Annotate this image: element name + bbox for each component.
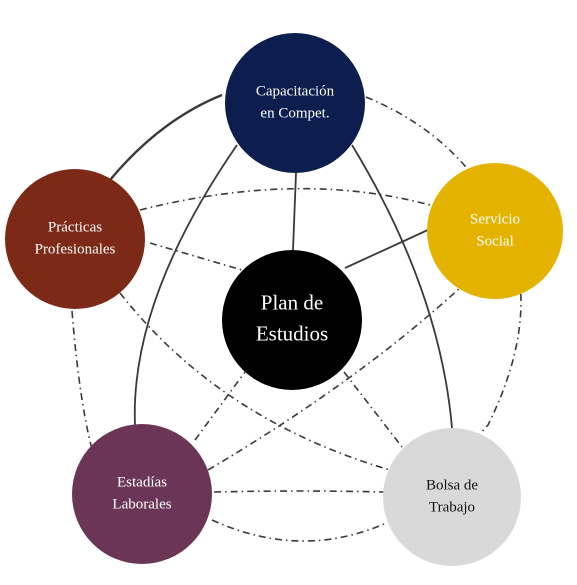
link-practicas-servicio bbox=[139, 187, 431, 211]
link-center-bolsa bbox=[343, 371, 403, 448]
node-practicas-label-line: Profesionales bbox=[35, 241, 116, 257]
node-center-label-line: Plan de bbox=[261, 290, 323, 314]
link-practicas-bolsa bbox=[119, 292, 391, 471]
node-practicas-label-line: Prácticas bbox=[48, 219, 102, 235]
link-practicas-capacitacion bbox=[109, 93, 223, 181]
node-capacitacion-label-line: Capacitación bbox=[256, 83, 335, 99]
link-estadias-servicio bbox=[207, 285, 463, 471]
connectors-layer bbox=[71, 93, 522, 542]
link-capacitacion-bolsa bbox=[351, 144, 453, 429]
node-capacitacion-circle bbox=[225, 33, 365, 173]
link-capacitacion-center bbox=[292, 172, 297, 251]
node-servicio-circle bbox=[427, 163, 563, 299]
node-center: Plan de Estudios bbox=[222, 250, 362, 390]
node-practicas-circle bbox=[5, 169, 145, 309]
node-estadias-label-line: Estadías bbox=[117, 474, 167, 490]
link-estadias-bolsa bbox=[213, 490, 385, 493]
outer-ring-left bbox=[71, 310, 96, 461]
node-bolsa-label-line: Trabajo bbox=[429, 499, 475, 515]
link-practicas-center bbox=[149, 242, 243, 271]
nodes-layer: Capacitación en Compet. ServicioSocialBols… bbox=[5, 33, 563, 566]
node-estadias-circle bbox=[72, 424, 212, 564]
node-bolsa: Bolsa de Trabajo bbox=[383, 428, 521, 566]
link-estadias-center bbox=[194, 371, 246, 441]
node-estadias-label-line: Laborales bbox=[112, 496, 171, 512]
node-servicio-label-line: Servicio bbox=[470, 211, 520, 227]
node-bolsa-circle bbox=[383, 428, 521, 566]
outer-ring-right bbox=[365, 96, 522, 461]
node-capacitacion-label-line: en Compet. bbox=[260, 105, 329, 121]
node-bolsa-label-line: Bolsa de bbox=[426, 477, 478, 493]
outer-ring-bottom bbox=[211, 519, 385, 542]
node-center-label-line: Estudios bbox=[256, 321, 328, 345]
link-servicio-center bbox=[344, 228, 431, 269]
node-capacitacion: Capacitación en Compet. bbox=[225, 33, 365, 173]
link-capacitacion-estadias bbox=[133, 144, 238, 426]
node-servicio-label-line: Social bbox=[476, 233, 514, 249]
node-center-circle bbox=[222, 250, 362, 390]
